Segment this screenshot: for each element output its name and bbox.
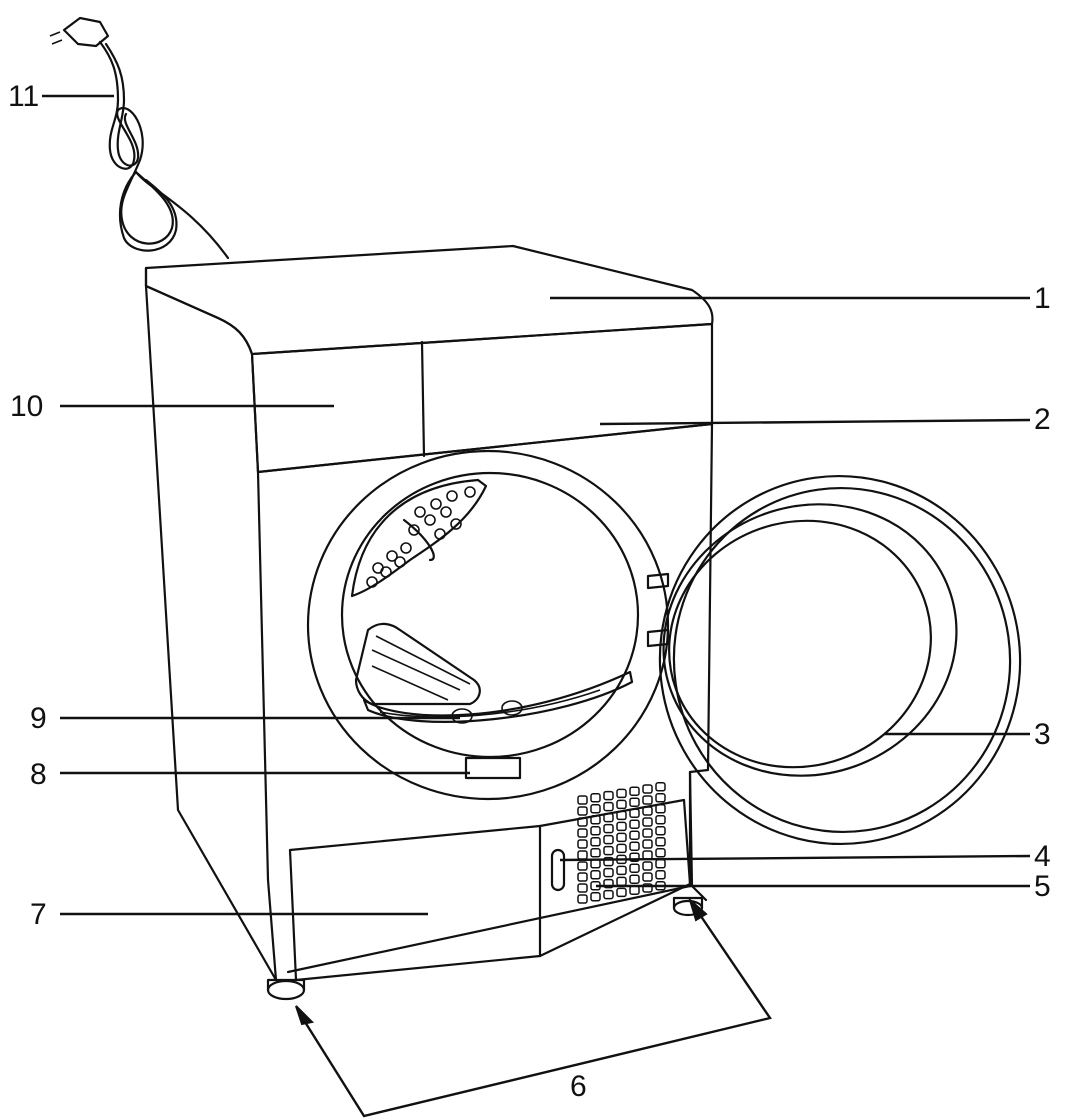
vent-slot bbox=[603, 834, 614, 845]
vent-slot bbox=[590, 859, 601, 869]
vent-slot bbox=[603, 867, 614, 878]
vent-slot bbox=[642, 795, 653, 805]
vent-slot bbox=[642, 861, 653, 871]
vent-slot bbox=[590, 826, 601, 836]
vent-slot bbox=[590, 837, 601, 847]
vent-slot bbox=[642, 883, 653, 893]
vent-slot bbox=[577, 850, 588, 860]
air-vents bbox=[577, 782, 666, 904]
vent-slot bbox=[655, 826, 666, 836]
callout-2: 2 bbox=[1034, 403, 1051, 436]
vent-slot bbox=[577, 894, 588, 904]
vent-slot bbox=[603, 889, 614, 900]
leader-lines bbox=[42, 94, 1031, 1118]
drum-paddle bbox=[354, 622, 481, 706]
vent-slot bbox=[629, 797, 640, 807]
vent-slot bbox=[616, 865, 627, 876]
vent-slot bbox=[603, 812, 614, 823]
control-panel bbox=[250, 322, 714, 474]
vent-slot bbox=[590, 870, 601, 880]
vent-slot bbox=[655, 848, 666, 858]
vent-slot bbox=[629, 852, 640, 862]
vent-slot bbox=[603, 823, 614, 834]
vent-slot bbox=[655, 804, 666, 814]
vent-slot bbox=[603, 801, 614, 812]
vent-slot bbox=[616, 876, 627, 887]
top-cover bbox=[144, 244, 714, 356]
vent-slot bbox=[629, 808, 640, 818]
callout-3: 3 bbox=[1034, 718, 1051, 751]
vent-slot bbox=[655, 859, 666, 869]
vent-slot bbox=[629, 786, 640, 796]
callout-8: 8 bbox=[30, 758, 47, 791]
vent-slot bbox=[577, 806, 588, 816]
callout-5: 5 bbox=[1034, 870, 1051, 903]
vent-slot bbox=[603, 790, 614, 801]
vent-slot bbox=[629, 885, 640, 895]
vent-slot bbox=[577, 795, 588, 805]
vent-slot bbox=[655, 837, 666, 847]
vent-slot bbox=[629, 830, 640, 840]
vent-slot bbox=[616, 832, 627, 843]
vent-slot bbox=[616, 788, 627, 799]
vent-slot bbox=[655, 793, 666, 803]
drum-opening bbox=[306, 449, 670, 801]
vent-slot bbox=[642, 806, 653, 816]
side-panel bbox=[144, 284, 278, 982]
filter bbox=[362, 670, 634, 724]
vent-slot bbox=[616, 821, 627, 832]
callout-7: 7 bbox=[30, 898, 47, 931]
vent-slot bbox=[577, 828, 588, 838]
vent-slot bbox=[642, 850, 653, 860]
vent-slot bbox=[616, 887, 627, 898]
vent-slot bbox=[603, 845, 614, 856]
loading-door bbox=[658, 474, 1022, 846]
vent-slot bbox=[590, 848, 601, 858]
vent-slot bbox=[590, 804, 601, 814]
vent-slot bbox=[642, 872, 653, 882]
vent-slot bbox=[629, 863, 640, 873]
vent-slot bbox=[629, 819, 640, 829]
vent-slot bbox=[642, 839, 653, 849]
vent-slot bbox=[642, 784, 653, 794]
vent-slot bbox=[603, 878, 614, 889]
vent-slot bbox=[590, 815, 601, 825]
front-panel bbox=[256, 422, 714, 974]
power-cord bbox=[49, 16, 230, 260]
callout-1: 1 bbox=[1034, 282, 1051, 315]
vent-slot bbox=[655, 815, 666, 825]
rating-plate bbox=[464, 756, 522, 780]
vent-slot bbox=[616, 843, 627, 854]
callout-9: 9 bbox=[30, 702, 47, 735]
vent-slot bbox=[655, 870, 666, 880]
vent-slot bbox=[577, 872, 588, 882]
vent-slot bbox=[577, 861, 588, 871]
vent-slot bbox=[629, 874, 640, 884]
cover-lock bbox=[550, 848, 566, 892]
callout-6: 6 bbox=[570, 1070, 587, 1103]
vent-slot bbox=[590, 892, 601, 902]
vent-slot bbox=[603, 856, 614, 867]
vent-slot bbox=[577, 839, 588, 849]
callout-10: 10 bbox=[10, 390, 44, 423]
vent-slot bbox=[577, 883, 588, 893]
vent-slot bbox=[642, 828, 653, 838]
vent-slot bbox=[642, 817, 653, 827]
vent-slot bbox=[616, 810, 627, 821]
callout-4: 4 bbox=[1034, 840, 1051, 873]
vent-slot bbox=[577, 817, 588, 827]
vent-slot bbox=[616, 799, 627, 810]
vent-slot bbox=[590, 793, 601, 803]
vent-slot bbox=[629, 841, 640, 851]
callout-11: 11 bbox=[8, 80, 40, 113]
vent-slot bbox=[655, 782, 666, 792]
adjustable-feet bbox=[266, 896, 704, 1001]
